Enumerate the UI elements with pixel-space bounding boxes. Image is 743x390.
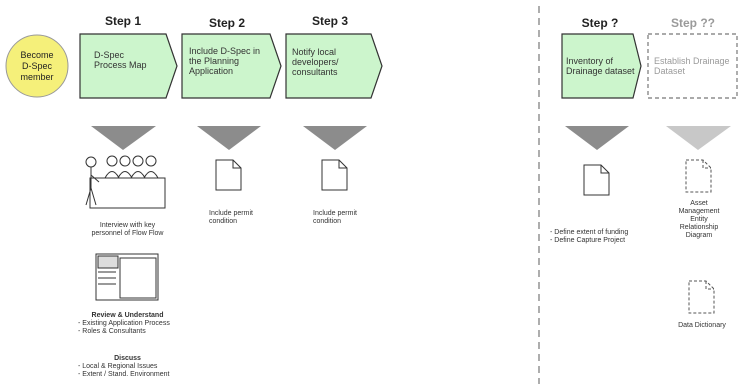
step2-title: Step 2 <box>208 16 245 30</box>
caption-line: Interview with key <box>99 222 156 229</box>
step7-title: Step ? <box>581 16 619 30</box>
caption-line: Include permit <box>209 210 253 217</box>
step1-arrow <box>91 126 156 150</box>
caption-line: condition <box>209 218 238 225</box>
step2-text: Include D-Spec in the Planning Applicati… <box>189 46 260 76</box>
step7-text-line: Drainage dataset <box>566 66 635 76</box>
asset-caption: Asset Management Entity Relationship Dia… <box>668 200 730 240</box>
member-label-line: D-Spec <box>21 61 52 71</box>
caption-line: - Define Capture Project <box>550 237 626 244</box>
step77-text-line: Establish Drainage <box>654 56 730 66</box>
discuss-item: - Extent / Stand. Environment <box>78 371 170 378</box>
step2-arrow <box>197 126 261 150</box>
review-window-icon <box>95 253 159 301</box>
step1-title: Step 1 <box>104 14 141 28</box>
step7-box[interactable] <box>561 33 642 99</box>
step3-box[interactable] <box>285 33 383 99</box>
caption-line: Management <box>678 208 720 215</box>
document-icon <box>215 159 242 191</box>
step7-text: Inventory of Drainage dataset <box>566 56 635 76</box>
caption-line: Entity <box>690 216 708 223</box>
step77-title: Step ?? <box>671 16 715 30</box>
document-icon <box>583 164 610 196</box>
step77-text-line: Dataset <box>654 66 686 76</box>
discuss-caption: Discuss - Local & Regional Issues - Exte… <box>70 355 185 379</box>
discuss-title: Discuss <box>114 355 141 362</box>
step1-text-line: D-Spec <box>94 50 125 60</box>
dashed-document-icon <box>688 280 715 314</box>
step1-text: D-Spec Process Map <box>94 50 147 70</box>
step1-box[interactable] <box>79 33 178 99</box>
step3-text-line: consultants <box>292 67 338 77</box>
step1-text-line: Process Map <box>94 60 147 70</box>
member-label-line: Become <box>20 50 54 60</box>
caption-line: Diagram <box>685 232 713 239</box>
meeting-icon <box>85 155 166 209</box>
step3-text-line: Notify local <box>292 47 337 57</box>
step2-text-line: Include D-Spec in <box>189 46 261 56</box>
step3-caption: Include permit condition <box>313 210 373 226</box>
step77-arrow <box>666 126 731 150</box>
discuss-item: - Local & Regional Issues <box>78 363 158 370</box>
step7-text-line: Inventory of <box>566 56 614 66</box>
step3-text: Notify local developers/ consultants <box>292 47 339 77</box>
step2-text-line: Application <box>189 66 234 76</box>
review-item: - Existing Application Process <box>78 320 170 327</box>
step7-arrow <box>565 126 629 150</box>
caption-line: condition <box>313 218 342 225</box>
review-caption: Review & Understand - Existing Applicati… <box>70 312 185 336</box>
member-label-line: member <box>20 72 54 82</box>
step77-text: Establish Drainage Dataset <box>654 56 730 76</box>
document-icon <box>321 159 348 191</box>
step2-caption: Include permit condition <box>209 210 269 226</box>
caption-line: - Define extent of funding <box>550 229 629 236</box>
dashed-document-icon <box>685 159 712 193</box>
step3-arrow <box>303 126 367 150</box>
caption-line: personnel of Flow Flow <box>91 230 164 237</box>
caption-line: Relationship <box>679 224 719 231</box>
step2-text-line: the Planning <box>189 56 240 66</box>
step2-box[interactable] <box>181 33 282 99</box>
step7-caption: - Define extent of funding - Define Capt… <box>550 229 650 245</box>
caption-line: Include permit <box>313 210 357 217</box>
dictionary-caption: Data Dictionary <box>678 322 726 329</box>
interview-caption: Interview with key personnel of Flow Flo… <box>80 222 175 238</box>
review-title: Review & Understand <box>91 312 164 319</box>
caption-line: Asset <box>690 200 708 207</box>
step3-text-line: developers/ <box>292 57 339 67</box>
step3-title: Step 3 <box>311 14 348 28</box>
member-label: Become D-Spec member <box>6 50 68 83</box>
member-circle[interactable] <box>5 34 69 98</box>
step77-box[interactable] <box>647 33 738 99</box>
review-item: - Roles & Consultants <box>78 328 146 335</box>
